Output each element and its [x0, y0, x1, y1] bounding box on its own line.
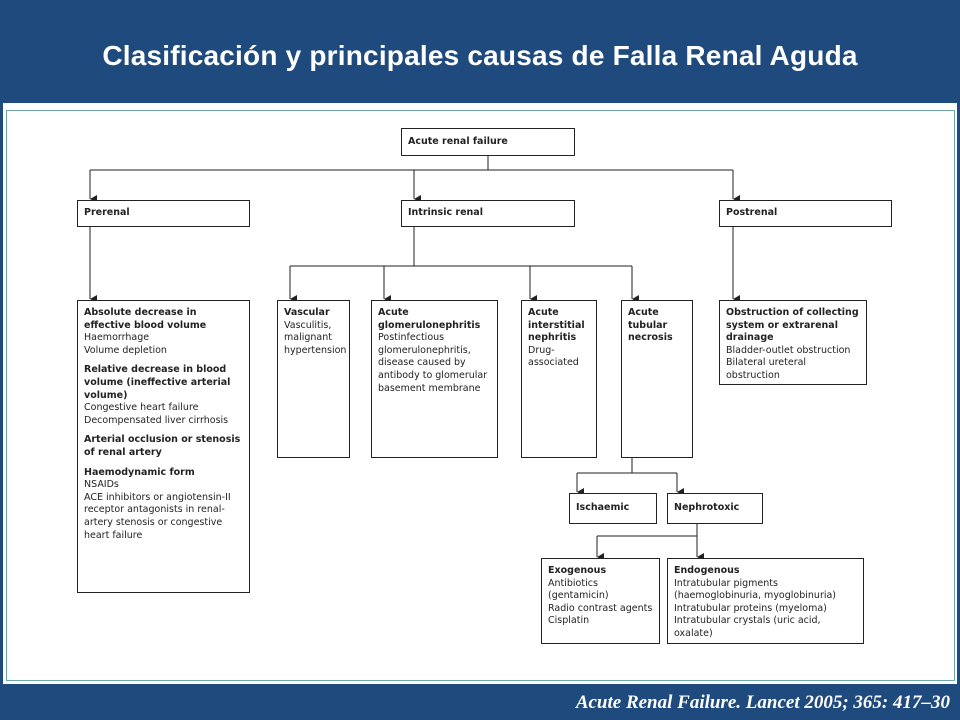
- obstruction-item: Bilateral ureteral obstruction: [726, 357, 807, 381]
- haemodynamic-item: ACE inhibitors or angiotensin-II recepto…: [84, 491, 231, 541]
- arterial-occlusion-title: Arterial occlusion or stenosis of renal …: [84, 434, 241, 458]
- node-acute-renal-failure: Acute renal failure: [401, 128, 575, 156]
- node-label: Intrinsic renal: [408, 207, 483, 219]
- exogenous-title: Exogenous: [548, 565, 607, 576]
- node-endogenous: Endogenous Intratubular pigments (haemog…: [667, 558, 864, 644]
- exogenous-item: Cisplatin: [548, 615, 590, 627]
- absolute-item: Haemorrhage: [84, 332, 150, 344]
- relative-item: Decompensated liver cirrhosis: [84, 414, 229, 426]
- interstitial-text: Drug-associated: [528, 344, 579, 369]
- node-label: Nephrotoxic: [674, 502, 740, 514]
- exogenous-item: Antibiotics (gentamicin): [548, 577, 609, 602]
- absolute-item: Volume depletion: [84, 344, 167, 356]
- exogenous-item: Radio contrast agents: [548, 602, 653, 614]
- obstruction-title: Obstruction of collecting system or extr…: [726, 307, 859, 344]
- node-label: Ischaemic: [576, 502, 630, 514]
- relative-item: Congestive heart failure: [84, 402, 199, 414]
- node-label: Prerenal: [84, 207, 130, 219]
- citation: Acute Renal Failure. Lancet 2005; 365: 4…: [575, 692, 950, 713]
- glomerulo-title: Acute glomerulonephritis: [378, 307, 481, 331]
- slide-title: Clasificación y principales causas de Fa…: [102, 40, 858, 71]
- node-acute-interstitial-nephritis: Acute interstitial nephritis Drug-associ…: [521, 300, 597, 458]
- node-label: Postrenal: [726, 207, 778, 219]
- node-label: Acute renal failure: [408, 135, 508, 147]
- header-bar: Clasificación y principales causas de Fa…: [0, 0, 960, 103]
- node-obstruction: Obstruction of collecting system or extr…: [719, 300, 867, 385]
- obstruction-item: Bladder-outlet obstruction: [726, 344, 851, 356]
- node-exogenous: Exogenous Antibiotics (gentamicin) Radio…: [541, 558, 660, 644]
- endogenous-title: Endogenous: [674, 565, 740, 576]
- endogenous-item: Intratubular proteins (myeloma): [674, 602, 827, 614]
- node-acute-tubular-necrosis: Acute tubular necrosis: [621, 300, 693, 458]
- footer-bar: Acute Renal Failure. Lancet 2005; 365: 4…: [0, 684, 960, 720]
- tubular-title: Acute tubular necrosis: [628, 307, 673, 344]
- endogenous-item: Intratubular pigments (haemoglobinuria, …: [674, 577, 837, 602]
- node-prerenal: Prerenal: [77, 200, 250, 227]
- node-intrinsic-renal: Intrinsic renal: [401, 200, 575, 227]
- node-acute-glomerulonephritis: Acute glomerulonephritis Postinfectious …: [371, 300, 498, 458]
- endogenous-item: Intratubular crystals (uric acid, oxalat…: [674, 615, 821, 639]
- absolute-decrease-title: Absolute decrease in effective blood vol…: [84, 307, 207, 331]
- vascular-title: Vascular: [284, 307, 330, 318]
- node-postrenal: Postrenal: [719, 200, 892, 227]
- node-prerenal-causes: Absolute decrease in effective blood vol…: [77, 300, 250, 593]
- node-nephrotoxic: Nephrotoxic: [667, 493, 763, 524]
- glomerulo-text: Postinfectious glomerulonephritis, disea…: [378, 332, 488, 394]
- node-vascular: Vascular Vasculitis, malignant hypertens…: [277, 300, 350, 458]
- interstitial-title: Acute interstitial nephritis: [528, 307, 585, 344]
- node-ischaemic: Ischaemic: [569, 493, 657, 524]
- diagram-frame: [6, 110, 955, 681]
- haemodynamic-item: NSAIDs: [84, 479, 119, 491]
- relative-decrease-title: Relative decrease in blood volume (ineff…: [84, 364, 231, 401]
- vascular-text: Vasculitis, malignant hypertension: [284, 319, 347, 356]
- haemodynamic-title: Haemodynamic form: [84, 466, 195, 478]
